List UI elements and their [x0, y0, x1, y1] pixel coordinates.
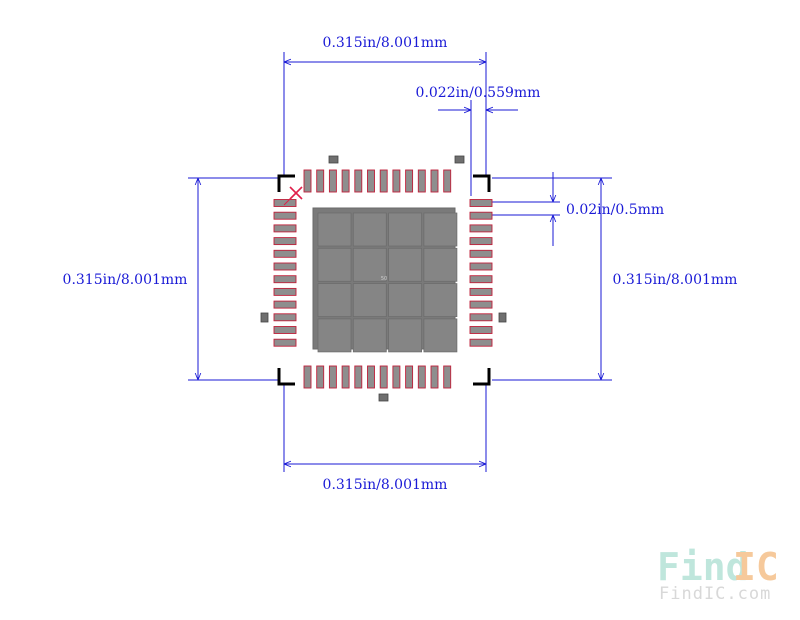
right-pin-pad: [469, 237, 493, 246]
right-pin-pad: [469, 249, 493, 258]
bottom-pin-pad: [392, 365, 401, 389]
dimension-lines: [188, 52, 612, 472]
left-pin-pad: [273, 211, 297, 220]
paste-window: [352, 283, 387, 318]
right-pin-pad: [469, 313, 493, 322]
paste-window: [388, 212, 423, 247]
watermark-url: FindIC.com: [659, 584, 771, 604]
right-pin-pad: [469, 287, 493, 296]
top-pin-pad: [417, 169, 426, 193]
paste-window: [352, 247, 387, 282]
left-pin-pad: [273, 326, 297, 334]
top-pin-pad: [430, 169, 439, 193]
dim-pin-width-label: 0.022in/0.559mm: [416, 85, 541, 101]
top-pin-pad: [367, 169, 375, 193]
left-pin-pad: [273, 224, 297, 233]
exposed-pad-grid: [317, 212, 458, 353]
fiducials: [260, 155, 507, 402]
paste-window: [388, 247, 423, 282]
left-pin-pad: [273, 300, 297, 309]
right-pin-pad: [469, 262, 493, 271]
dim-left-height-label: 0.315in/8.001mm: [63, 272, 188, 288]
paste-window: [423, 283, 458, 318]
left-pin-pad: [273, 262, 297, 271]
top-pin-pad: [303, 169, 312, 193]
left-pin-pad: [273, 199, 297, 207]
watermark-find: Find: [657, 545, 749, 589]
paste-window: [317, 318, 352, 353]
top-pin-pad: [379, 169, 388, 193]
pin1-marker-icon: [283, 186, 303, 206]
right-pin-pad: [469, 275, 493, 284]
bottom-pin-pad: [417, 365, 426, 389]
bottom-pin-pad: [328, 365, 337, 389]
pin-pads: [273, 169, 493, 389]
bottom-pin-pad: [354, 365, 363, 389]
paste-window: [388, 283, 423, 318]
paste-window: [317, 212, 352, 247]
dim-bottom-width-label: 0.315in/8.001mm: [323, 477, 448, 493]
top-pin-pad: [354, 169, 363, 193]
top-pin-pad: [392, 169, 401, 193]
bottom-pin-pad: [316, 365, 325, 389]
exposed-pad-label: 50: [381, 276, 387, 282]
bottom-pin-pad: [430, 365, 439, 389]
top-pin-pad: [341, 169, 350, 193]
right-pin-pad: [469, 199, 493, 207]
bottom-pin-pad: [405, 365, 414, 389]
paste-window: [423, 247, 458, 282]
watermark-ic: IC: [733, 545, 779, 589]
findic-watermark: Find IC FindIC.com: [657, 545, 779, 604]
paste-window: [352, 318, 387, 353]
bottom-pin-pad: [443, 365, 452, 389]
exposed-pad: 50: [312, 207, 458, 353]
bottom-pin-pad: [303, 365, 312, 389]
bottom-pin-pad: [379, 365, 388, 389]
right-pin-pad: [469, 224, 493, 233]
paste-window: [317, 247, 352, 282]
left-pin-pad: [273, 249, 297, 258]
top-pin-pad: [316, 169, 325, 193]
dim-top-width-label: 0.315in/8.001mm: [323, 35, 448, 51]
paste-window: [317, 283, 352, 318]
dim-right-height-label: 0.315in/8.001mm: [613, 272, 738, 288]
bottom-pin-pad: [367, 365, 375, 389]
paste-window: [352, 212, 387, 247]
dim-pitch-label: 0.02in/0.5mm: [566, 202, 664, 218]
bottom-pin-pad: [341, 365, 350, 389]
left-pin-pad: [273, 338, 297, 347]
package-outline-corners: [277, 174, 491, 386]
right-pin-pad: [469, 326, 493, 334]
right-pin-pad: [469, 338, 493, 347]
top-pin-pad: [443, 169, 452, 193]
right-pin-pad: [469, 300, 493, 309]
left-pin-pad: [273, 287, 297, 296]
left-pin-pad: [273, 275, 297, 284]
top-pin-pad: [328, 169, 337, 193]
paste-window: [388, 318, 423, 353]
top-pin-pad: [405, 169, 414, 193]
left-pin-pad: [273, 313, 297, 322]
right-pin-pad: [469, 211, 493, 220]
paste-window: [423, 318, 458, 353]
left-pin-pad: [273, 237, 297, 246]
paste-window: [423, 212, 458, 247]
